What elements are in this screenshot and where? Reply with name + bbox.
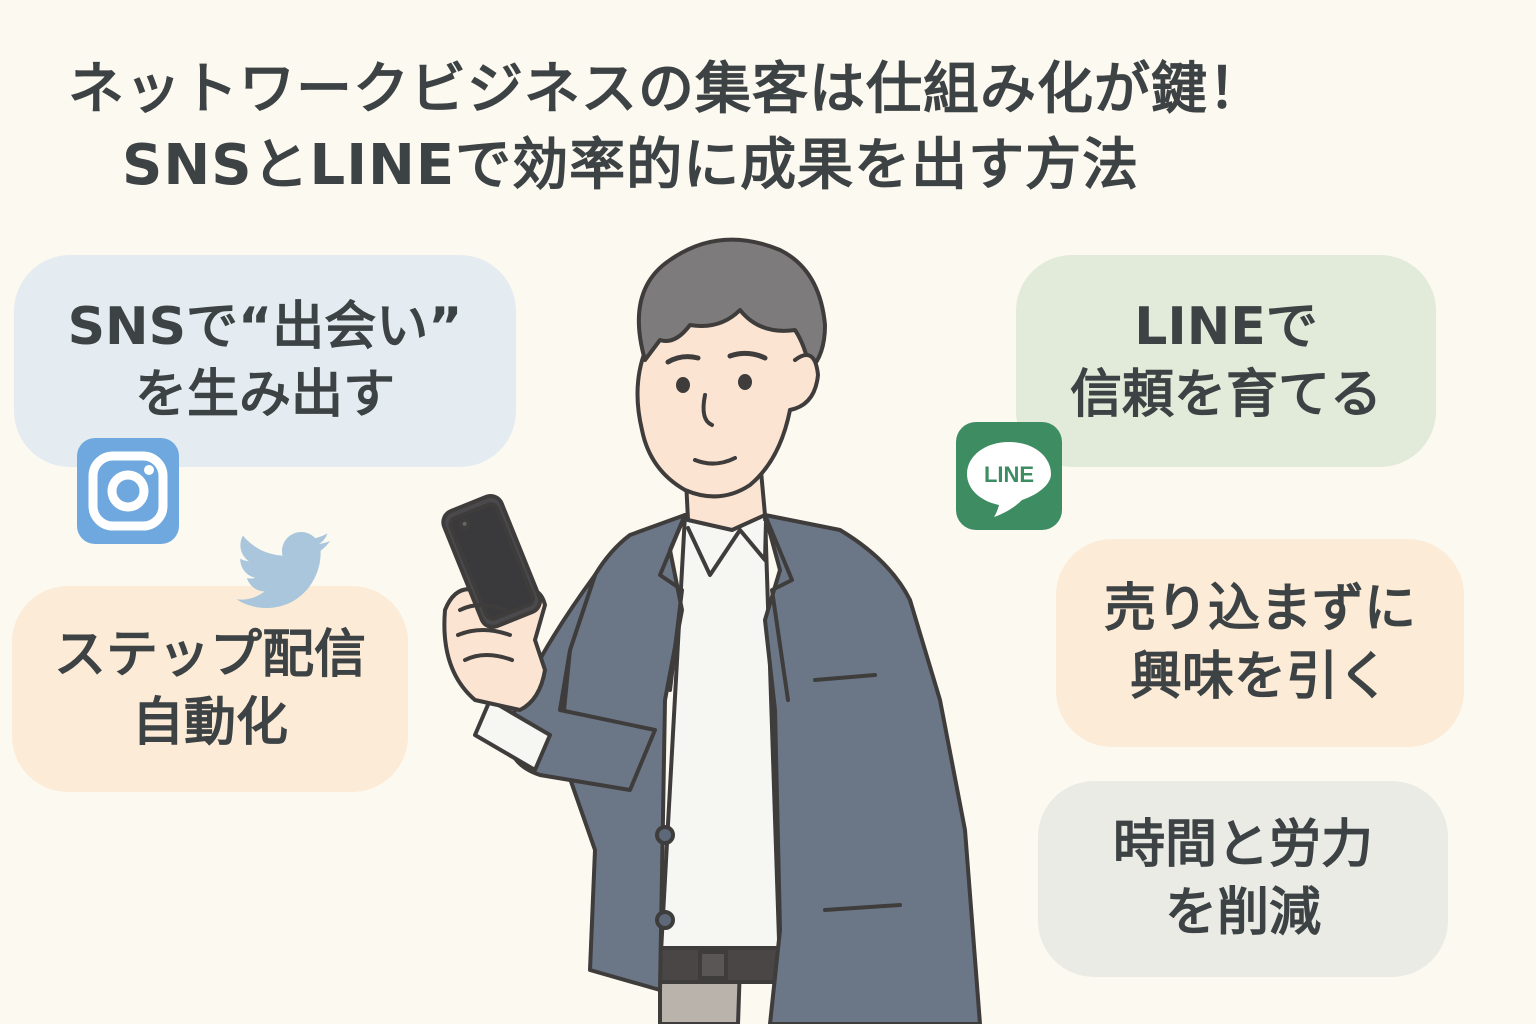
- bubble-interest-line-2: 興味を引く: [1129, 647, 1390, 707]
- instagram-icon: [77, 438, 179, 544]
- bubble-save-time: 時間と労力 を削減: [1038, 781, 1448, 977]
- bubble-line-trust: LINEで 信頼を育てる: [1016, 255, 1436, 467]
- bubble-sns-line-2: を生み出す: [134, 365, 395, 425]
- twitter-bird-icon: [236, 532, 330, 608]
- bubble-interest-line-1: 売り込まずに: [1103, 579, 1416, 639]
- bubble-line-line-1: LINEで: [1134, 297, 1318, 357]
- title-line-1: ネットワークビジネスの集客は仕組み化が鍵！: [68, 57, 1265, 122]
- bubble-sns-encounter: SNSで“出会い” を生み出す: [14, 255, 516, 467]
- smartphone: [441, 494, 543, 629]
- title-line-2: SNSとLINEで効率的に成果を出す方法: [122, 133, 1140, 198]
- businessman-illustration: [441, 237, 982, 1024]
- bubble-sns-line-1: SNSで“出会い”: [67, 297, 463, 357]
- jacket-right: [763, 513, 982, 1024]
- line-icon-label: LINE: [984, 462, 1034, 487]
- bubble-time-line-1: 時間と労力: [1112, 815, 1373, 875]
- bubble-step-line-2: 自動化: [131, 693, 288, 753]
- bubble-line-line-2: 信頼を育てる: [1069, 365, 1382, 425]
- bubble-step-line-1: ステップ配信: [53, 625, 366, 685]
- bubble-no-hard-sell: 売り込まずに 興味を引く: [1056, 539, 1464, 747]
- bubble-step-delivery: ステップ配信 自動化: [12, 586, 408, 792]
- page-title: ネットワークビジネスの集客は仕組み化が鍵！ SNSとLINEで効率的に成果を出す…: [0, 52, 1536, 204]
- bubble-time-line-2: を削減: [1164, 883, 1321, 943]
- line-app-icon: LINE: [956, 422, 1062, 530]
